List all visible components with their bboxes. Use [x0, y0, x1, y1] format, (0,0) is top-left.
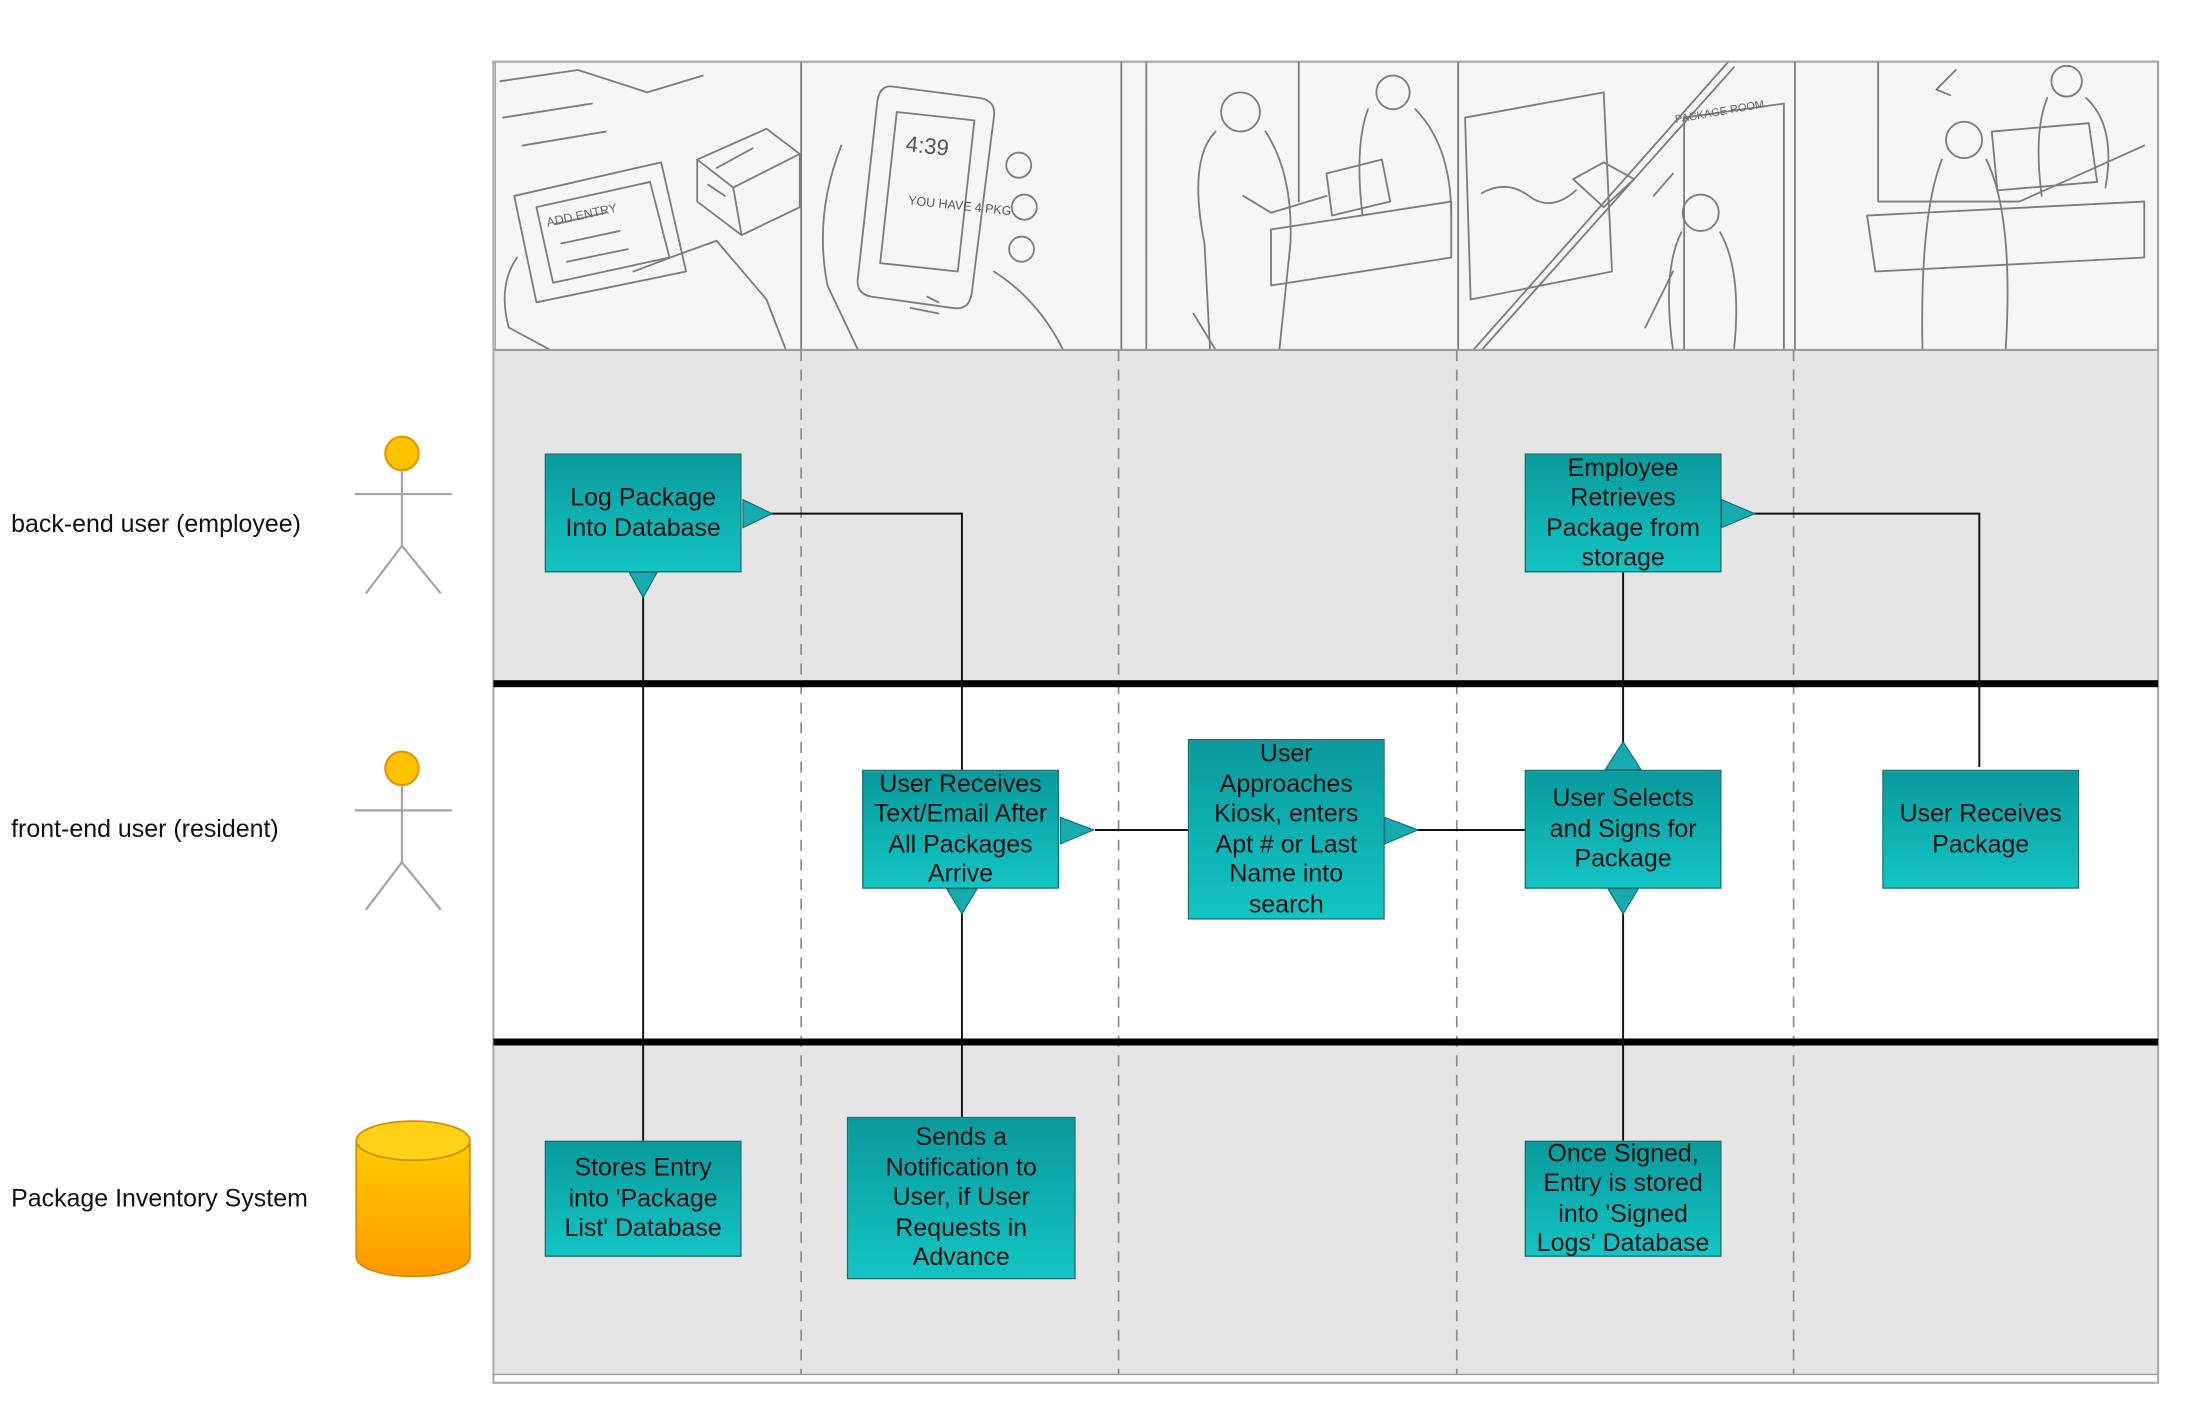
lane-backend-bg — [494, 349, 2159, 684]
step-user-approaches-kiosk[interactable]: User Approaches Kiosk, enters Apt # or L… — [1187, 738, 1385, 920]
lane-divider — [493, 680, 2159, 688]
panel-4-sketch — [1464, 61, 1785, 350]
panel-2-sketch — [821, 85, 1065, 350]
phone-sketch-time: 4:39 — [905, 131, 950, 161]
step-employee-retrieves[interactable]: Employee Retrieves Package from storage — [1524, 453, 1722, 573]
panel-5-sketch — [1866, 61, 2146, 350]
lane-system-bg — [494, 1044, 2159, 1375]
step-once-signed[interactable]: Once Signed, Entry is stored into 'Signe… — [1524, 1139, 1722, 1257]
step-user-selects-signs[interactable]: User Selects and Signs for Package — [1524, 769, 1722, 889]
connectors — [642, 512, 1981, 1141]
column-separators — [800, 349, 1795, 1375]
arrow-heads — [628, 498, 1757, 916]
arrow-head — [628, 571, 658, 599]
lane-label-system: Package Inventory System — [11, 1184, 308, 1213]
stick-figure-icon — [354, 435, 452, 595]
lane-divider — [493, 1038, 2159, 1046]
step-stores-entry[interactable]: Stores Entry into 'Package List' Databas… — [544, 1140, 742, 1257]
arrow-head — [1604, 740, 1643, 771]
stick-figure-icon — [354, 750, 452, 911]
step-user-receives-text[interactable]: User Receives Text/Email After All Packa… — [862, 769, 1059, 889]
lane-label-frontend: front-end user (resident) — [11, 814, 279, 843]
step-user-receives-package[interactable]: User Receives Package — [1882, 769, 2080, 889]
panel-1-sketch — [499, 69, 801, 350]
step-log-package[interactable]: Log Package Into Database — [544, 453, 742, 573]
panel-3-sketch — [1145, 61, 1453, 350]
database-cylinder-icon — [355, 1120, 471, 1278]
lane-label-backend: back-end user (employee) — [11, 509, 301, 538]
arrow-head — [1059, 816, 1096, 845]
step-sends-notification[interactable]: Sends a Notification to User, if User Re… — [846, 1116, 1076, 1280]
storyboard-sketch: ADD ENTRY 4:39 YOU HAVE 4 PKG — [494, 61, 2159, 350]
arrow-head — [742, 498, 774, 529]
arrow-head — [1720, 498, 1757, 529]
